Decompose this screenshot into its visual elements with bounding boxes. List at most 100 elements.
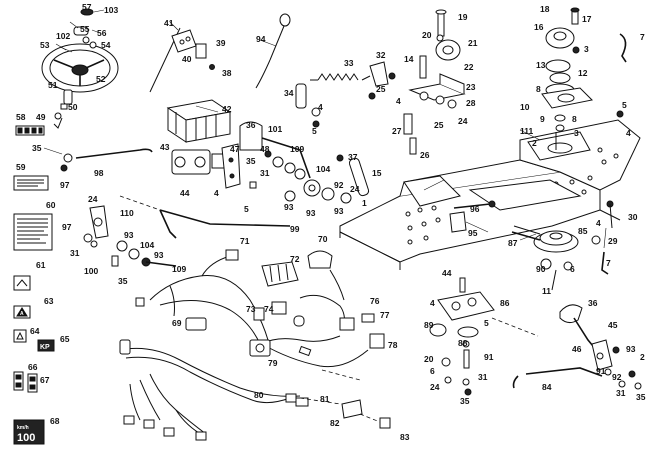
decal-63: A [13,305,31,319]
label-39: 39 [216,38,226,48]
label-91a: 91 [484,352,494,362]
label-63: 63 [44,296,54,306]
label-98: 98 [94,168,104,178]
label-2a: 2 [532,138,537,148]
label-32: 32 [376,50,386,60]
label-35d: 35 [460,396,470,406]
label-9: 9 [540,114,545,124]
label-10: 10 [520,102,530,112]
decal-61 [13,275,31,291]
ignition-79 [249,339,271,357]
switch-78 [369,333,385,349]
label-90: 90 [536,264,546,274]
label-24b: 24 [350,184,360,194]
spring-33 [310,73,371,81]
label-24d: 24 [430,382,440,392]
label-96: 96 [470,204,480,214]
label-4a: 4 [214,188,219,198]
label-1: 1 [362,198,367,208]
label-25b: 25 [434,120,444,130]
label-51: 51 [48,80,58,90]
label-5d: 5 [484,318,489,328]
label-97a: 97 [60,180,70,190]
label-34: 34 [284,88,294,98]
label-11: 11 [542,286,551,296]
label-4b: 4 [318,102,323,112]
label-7b: 7 [606,258,611,268]
label-45: 45 [608,320,618,330]
brake-arm-101-109 [239,121,311,189]
label-93c: 93 [284,202,294,212]
pulley-stack-right [541,7,627,150]
label-8b: 8 [572,114,577,124]
label-64: 64 [30,326,40,336]
steering-wheel-assembly [41,8,119,129]
choke-cable [255,13,291,89]
label-61: 61 [36,260,46,270]
label-31a: 31 [260,168,270,178]
label-3a: 3 [584,44,589,54]
label-67: 67 [40,375,50,385]
decal-64 [13,329,27,343]
label-109a: 109 [290,144,304,154]
label-42: 42 [222,104,232,114]
label-14: 14 [404,54,414,64]
clip-83 [379,417,391,429]
label-3b: 3 [574,128,579,138]
label-70: 70 [318,234,328,244]
connector-69 [185,317,207,331]
label-87: 87 [508,238,518,248]
label-36b: 36 [588,298,598,308]
cap-emblem [80,8,94,16]
label-79: 79 [268,358,278,368]
label-19: 19 [458,12,468,22]
decal-59 [13,175,49,191]
label-68: 68 [50,416,60,426]
label-29: 29 [608,236,618,246]
label-95: 95 [468,228,478,238]
bracket-32 [368,61,389,100]
label-53: 53 [40,40,50,50]
label-38: 38 [222,68,232,78]
label-54: 54 [101,40,111,50]
label-65: 65 [60,334,70,344]
label-24a: 24 [88,194,98,204]
label-76: 76 [370,296,380,306]
label-4e: 4 [596,218,601,228]
label-59: 59 [16,162,26,172]
label-97b: 97 [62,222,72,232]
label-93a: 93 [124,230,134,240]
label-36a: 36 [246,120,256,130]
label-55: 55 [80,24,90,34]
drive-pulley [511,225,579,291]
label-47: 47 [230,144,240,154]
label-31d: 31 [616,388,626,398]
switch-74 [271,301,287,315]
decal-68-speed: km/h 100 [13,419,45,445]
decal-63-text: A [20,311,24,317]
label-35c: 35 [118,276,128,286]
label-91b: 91 [596,366,606,376]
pin-34 [295,83,321,128]
label-28: 28 [466,98,476,108]
decal-68-unit: km/h [17,425,29,431]
battery [171,149,225,175]
part-labels: 57 103 55 56 102 54 53 52 51 50 49 58 35… [16,2,646,442]
label-74: 74 [264,304,274,314]
label-84: 84 [542,382,552,392]
label-81: 81 [320,394,330,404]
label-44a: 44 [180,188,190,198]
decal-65: KP [37,339,55,352]
label-99: 99 [290,224,300,234]
label-6: 6 [570,264,575,274]
main-frame [339,119,641,270]
relay-71 [225,249,239,261]
label-13: 13 [536,60,546,70]
decal-67 [27,373,38,393]
throttle-lever-assembly [149,21,215,93]
label-18: 18 [540,4,550,14]
connector-81 [295,397,309,407]
label-77: 77 [380,310,390,320]
belt-guide-right [591,200,614,275]
